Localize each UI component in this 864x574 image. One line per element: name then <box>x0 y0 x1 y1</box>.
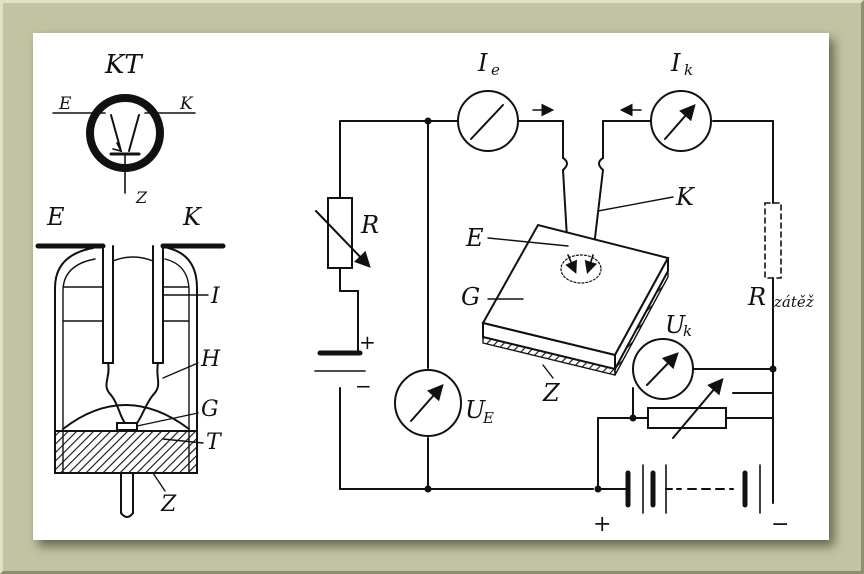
section-label-h: H <box>200 347 221 372</box>
section-label-g: G <box>201 397 219 422</box>
crystal-block <box>481 196 674 379</box>
collector-current-meter <box>650 90 712 152</box>
circuit-wiring <box>339 117 777 504</box>
right-battery-minus: − <box>771 512 789 537</box>
diagram-paper: KT E K Z E K I H G T Z I e I k U E U k R… <box>33 33 829 540</box>
section-collector-label: K <box>182 203 203 231</box>
load-resistor-label: R <box>747 283 766 311</box>
left-battery-plus: + <box>359 330 376 354</box>
symbol-emitter-label: E <box>58 94 72 114</box>
labels: KT E K Z E K I H G T Z I e I k U E U k R… <box>46 49 814 537</box>
transistor-symbol <box>52 94 196 194</box>
collector-battery <box>625 464 761 514</box>
emitter-current-sub: e <box>491 61 500 79</box>
collector-current-label: I <box>670 49 681 77</box>
rheostat-label: R <box>360 211 379 239</box>
collector-current-sub: k <box>684 61 693 79</box>
symbol-base-label: Z <box>135 188 148 207</box>
emitter-current-meter <box>457 90 519 152</box>
collector-voltage-label: U <box>665 311 686 339</box>
section-label-z: Z <box>160 492 177 517</box>
section-emitter-label: E <box>46 203 65 231</box>
load-text: zátěž <box>773 293 814 311</box>
collector-voltage-sub: k <box>683 322 692 340</box>
symbol-collector-label: K <box>179 94 194 114</box>
rheostat <box>315 197 371 269</box>
crystal-germanium-label: G <box>461 283 480 311</box>
symbol-title: KT <box>104 50 143 80</box>
potentiometer <box>647 377 727 439</box>
section-label-i: I <box>210 284 221 309</box>
load-resistor <box>764 202 782 279</box>
transistor-cross-section <box>35 243 226 518</box>
crystal-collector-label: K <box>675 183 696 211</box>
transistor-diagram: KT E K Z E K I H G T Z I e I k U E U k R… <box>35 49 814 537</box>
collector-voltage-meter <box>632 338 694 400</box>
crystal-base-label: Z <box>542 379 561 407</box>
emitter-voltage-sub: E <box>482 409 494 427</box>
section-label-t: T <box>206 430 223 455</box>
right-battery-plus: + <box>593 512 611 537</box>
emitter-current-label: I <box>477 49 488 77</box>
emitter-voltage-label: U <box>465 396 486 424</box>
left-battery-minus: − <box>355 374 372 398</box>
left-battery <box>314 350 366 372</box>
crystal-emitter-label: E <box>465 224 484 252</box>
emitter-voltage-meter <box>394 369 462 437</box>
